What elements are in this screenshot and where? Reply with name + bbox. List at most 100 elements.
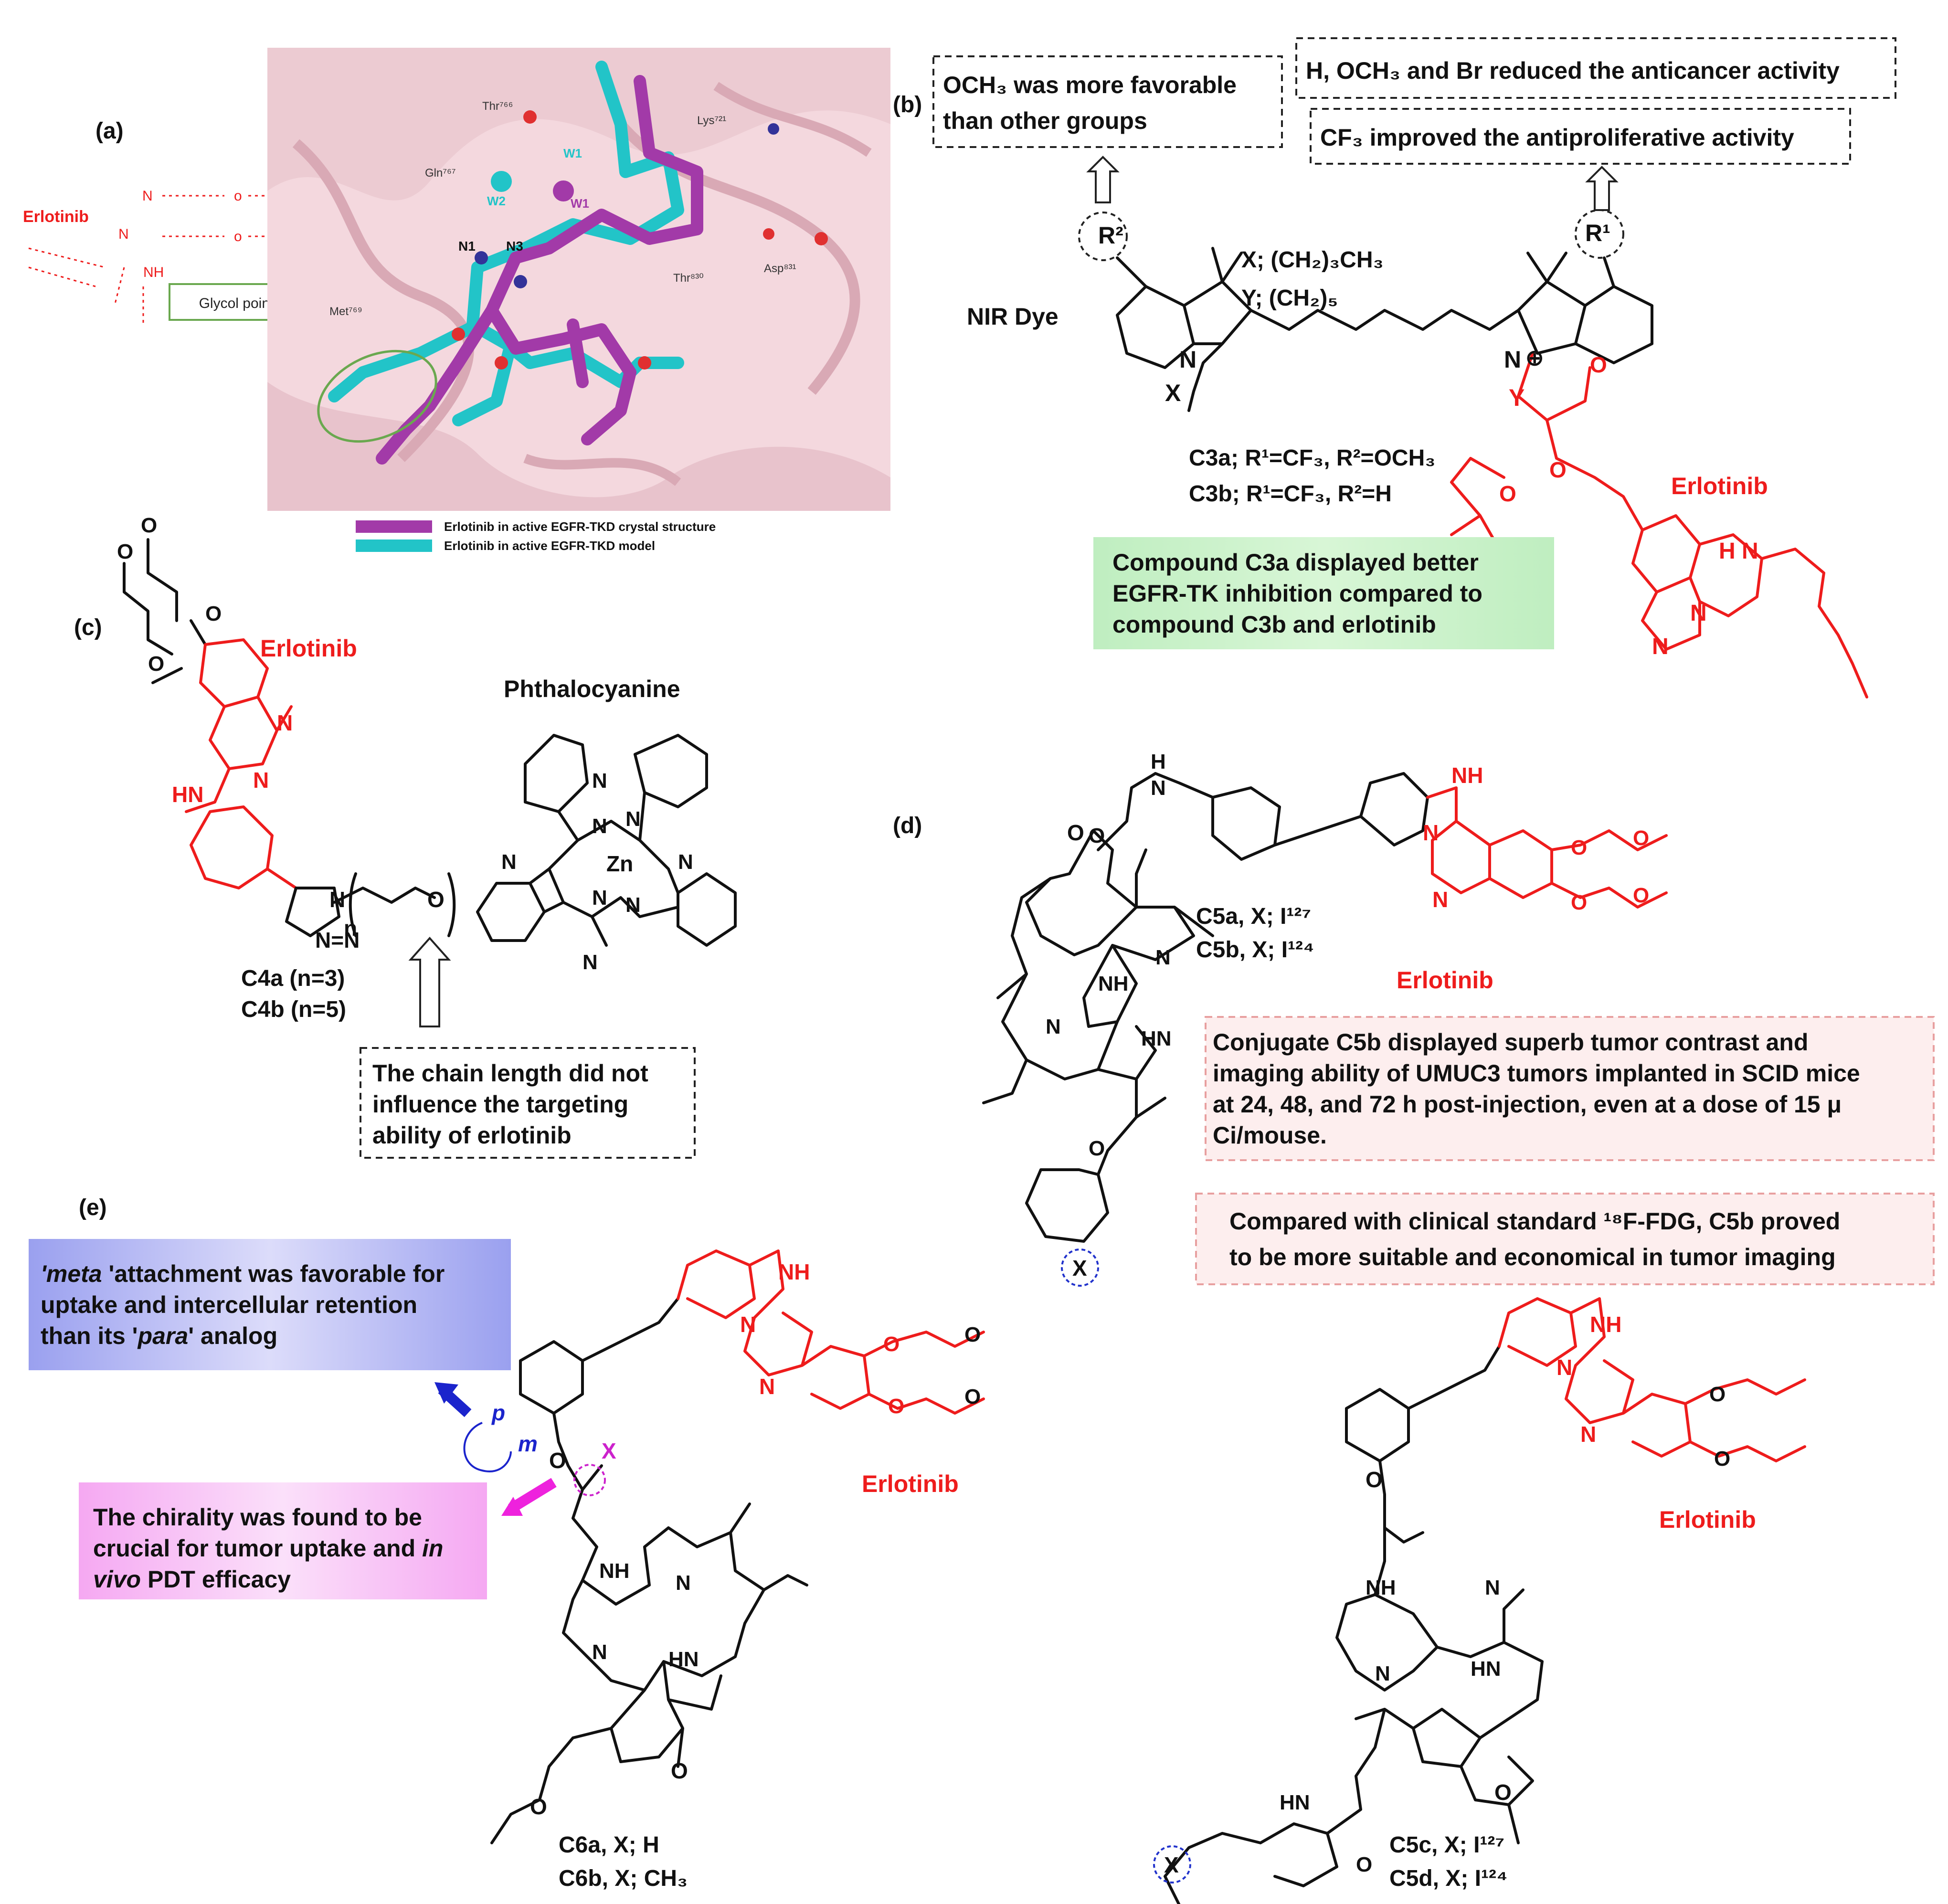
b-note-och3-1: OCH₃ was more favorable (943, 72, 1237, 98)
d-n-amide: N (1151, 776, 1166, 800)
dye-o-ester: O (1549, 457, 1567, 482)
e-x-label: X (602, 1439, 616, 1463)
c5c-label: C5c, X; I¹²⁷ (1389, 1832, 1504, 1858)
sketch-o3: o (234, 229, 242, 244)
dye-x: X (1165, 380, 1181, 406)
e-nh-1: NH (599, 1559, 630, 1583)
dye-n-left: N (1179, 346, 1196, 373)
c4b-label: C4b (n=5) (241, 997, 346, 1022)
nir-dye-structure: R² R¹ N X N ⊕ Y O O O X; (CH₂)₃CH₃ Y; (C… (967, 209, 1768, 550)
d-erl-o4: O (1633, 884, 1649, 907)
e-structure: O X p m NH N N HN O O NH N N O O O O (463, 1249, 985, 1844)
pc-n-right: N (678, 850, 693, 874)
pc-n-a: N (592, 814, 607, 838)
c-link-o: O (427, 887, 445, 912)
c-triazole-linker: N N=N n O (285, 872, 456, 952)
c3b-def: C3b; R¹=CF₃, R²=H (1189, 481, 1392, 507)
e-n-1: N (676, 1571, 691, 1595)
dye-x-def: X; (CH₂)₃CH₃ (1241, 247, 1384, 273)
e-o-keto: O (671, 1758, 688, 1783)
c3a-result-box (1093, 537, 1554, 649)
e-n-2: N (592, 1640, 607, 1664)
pc-n-bottom: N (582, 951, 598, 974)
c-erl-hn: HN (172, 782, 203, 807)
pc-n-top: N (592, 769, 607, 793)
phthalocyanine-label: Phthalocyanine (504, 676, 680, 702)
panel-c-label: (c) (74, 615, 102, 640)
d-note1-2: imaging ability of UMUC3 tumors implante… (1213, 1060, 1860, 1087)
c3a-result-1: Compound C3a displayed better (1112, 549, 1479, 576)
res-thr830: Thr⁸³⁰ (673, 272, 704, 285)
e-hn-2: HN (668, 1648, 699, 1671)
d-erl-n1: N (1423, 820, 1439, 845)
e-o-ether: O (549, 1448, 566, 1473)
d-erl-o1: O (1571, 836, 1587, 859)
d-nh-1: NH (1098, 972, 1129, 995)
d-h-amide: H (1151, 750, 1166, 773)
e-erl-o2: O (888, 1395, 904, 1418)
c-note-2: influence the targeting (372, 1091, 628, 1118)
c-o3: O (205, 602, 222, 625)
b-note-h-box (1295, 37, 1896, 99)
d-erlotinib-label: Erlotinib (1397, 967, 1493, 994)
c-tri-n2: N=N (315, 928, 360, 952)
c5cd-erlotinib-label: Erlotinib (1659, 1506, 1756, 1533)
c-erl-n1: N (277, 710, 293, 735)
phthalocyanine-structure: N N N N Zn N N N N (476, 734, 737, 974)
panel-a-erlotinib-label: Erlotinib (23, 208, 89, 226)
nir-dye-label: NIR Dye (967, 303, 1059, 330)
d-n-1: N (1155, 946, 1171, 969)
res-lys721: Lys⁷²¹ (697, 114, 726, 127)
c5cd-o-amide: O (1356, 1853, 1372, 1876)
dye-o-methoxy: O (1499, 481, 1516, 506)
e-meta-3: than its 'para' analog (41, 1322, 277, 1349)
c5d-label: C5d, X; I¹²⁴ (1389, 1866, 1508, 1891)
c5cd-hn-amide: HN (1280, 1791, 1310, 1814)
c6a-label: C6a, X; H (559, 1832, 659, 1858)
e-o-ester: O (530, 1794, 547, 1819)
sketch-n1: N (142, 188, 153, 204)
pc-zn: Zn (606, 851, 633, 876)
c3a-result-3: compound C3b and erlotinib (1112, 611, 1436, 638)
d-note2-2: to be more suitable and economical in tu… (1229, 1244, 1836, 1270)
panel-d-label: (d) (893, 813, 922, 838)
c5b-label: C5b, X; I¹²⁴ (1196, 937, 1314, 963)
c3a-result-2: EGFR-TK inhibition compared to (1112, 580, 1482, 607)
e-meta-2: uptake and intercellular retention (41, 1291, 417, 1318)
e-erl-nh: NH (778, 1259, 810, 1284)
b-note-cf3: CF₃ improved the antiproliferative activ… (1320, 124, 1794, 151)
water-w1-magenta: W1 (571, 196, 589, 211)
c5cd-o-ether: O (1366, 1467, 1383, 1492)
c-note-box (360, 1047, 696, 1159)
water-w2: W2 (487, 194, 506, 208)
legend-crystal: Erlotinib in active EGFR-TKD crystal str… (444, 519, 716, 534)
c5cd-o-keto: O (1494, 1780, 1512, 1805)
c-note-3: ability of erlotinib (372, 1122, 572, 1149)
d-o-keto: O (1067, 820, 1084, 845)
e-erlotinib-label: Erlotinib (862, 1470, 959, 1497)
c4a-label: C4a (n=3) (241, 966, 345, 991)
d-erl-n2: N (1432, 887, 1448, 912)
c-arrow (408, 936, 451, 1027)
c5cd-erl-n2: N (1580, 1422, 1596, 1447)
c5cd-n-1: N (1485, 1576, 1500, 1599)
d-o-ether: O (1089, 1137, 1105, 1160)
e-meta-word: 'meta (41, 1260, 102, 1287)
c5cd-hn-2: HN (1471, 1657, 1501, 1681)
e-erl-o4: O (964, 1385, 981, 1408)
pc-n-d: N (625, 893, 641, 917)
e-m-label: m (518, 1431, 538, 1456)
d-note2-box (1195, 1193, 1935, 1285)
dye-o-carbonyl: O (1590, 352, 1607, 377)
b-note-h: H, OCH₃ and Br reduced the anticancer ac… (1306, 57, 1840, 84)
sketch-n2: N (118, 226, 129, 242)
d-structure: O NH N N HN O O H N X NH N N O O O O (982, 750, 1668, 1287)
res-asp831: Asp⁸³¹ (764, 262, 796, 275)
sketch-nh: NH (143, 264, 164, 280)
c-o4: O (148, 652, 164, 676)
b-note-och3-2: than other groups (943, 107, 1147, 134)
e-erl-o1: O (883, 1333, 900, 1356)
legend-model: Erlotinib in active EGFR-TKD model (444, 539, 655, 553)
e-pink-arrow (508, 1478, 557, 1513)
